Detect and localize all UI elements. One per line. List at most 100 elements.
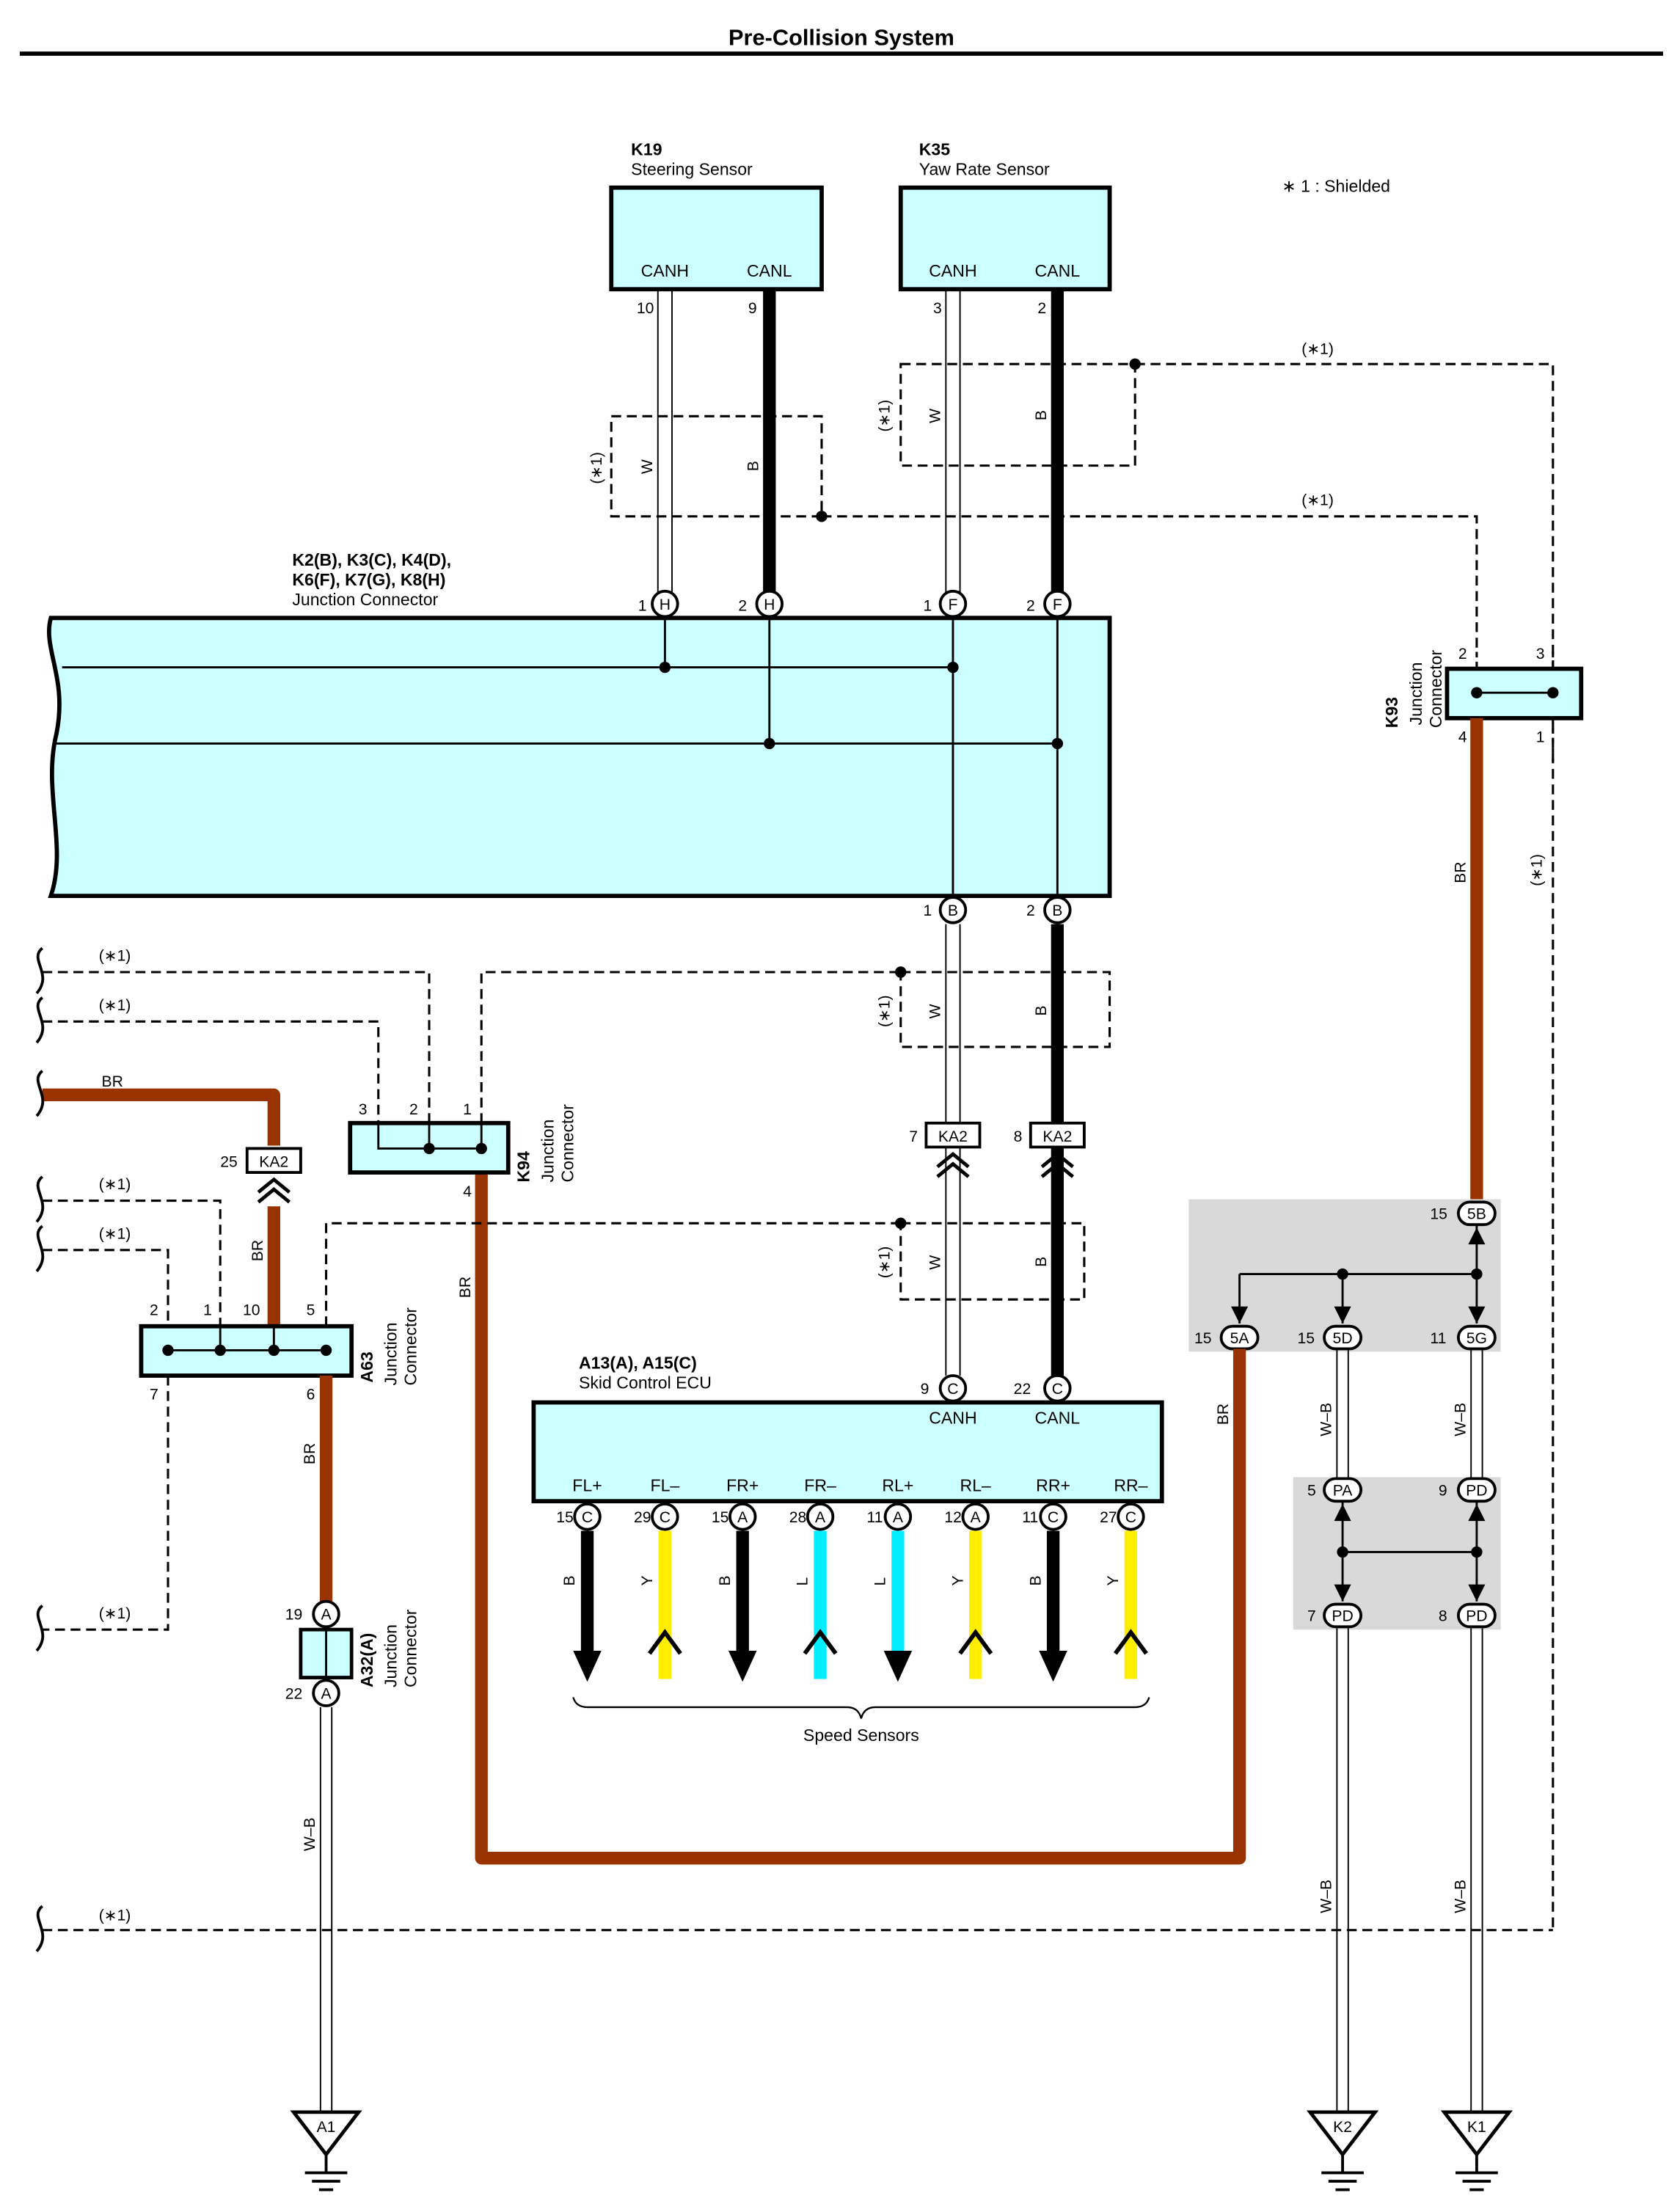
svg-text:K1: K1 — [1467, 2119, 1486, 2136]
svg-text:19: 19 — [285, 1607, 303, 1624]
svg-text:KA2: KA2 — [259, 1153, 288, 1170]
arrow-pd7 — [1334, 1584, 1351, 1602]
k93-pin-3: 3 — [1536, 646, 1545, 663]
k93-code: K93 — [1382, 697, 1401, 728]
sensor-arrow-in — [803, 1629, 838, 1655]
ecu-sensor-conn: C — [582, 1509, 593, 1526]
shield-left-5 — [42, 1376, 169, 1631]
a32-code: A32(A) — [357, 1633, 376, 1687]
k94-pin-1: 1 — [463, 1101, 472, 1118]
k93-name2: Connector — [1426, 650, 1445, 729]
ecu-sensor-pin-num: 11 — [1022, 1509, 1038, 1526]
wire-b-mid-2: B — [1033, 1257, 1050, 1267]
k93-dot-2 — [1547, 687, 1559, 698]
conn-PD-8: 8 PD — [1439, 1602, 1497, 1629]
sensor-arrow-out — [573, 1651, 602, 1682]
ecu-sensor-label: FR+ — [726, 1476, 759, 1495]
ecu-sensor-pin — [1039, 1503, 1067, 1531]
k35-canl-label: CANL — [1035, 261, 1081, 280]
k93-pin-1: 1 — [1536, 729, 1545, 746]
ecu-sensor-label: RR– — [1114, 1476, 1147, 1495]
shield-label-l3: (∗1) — [99, 1176, 131, 1193]
ecu-sensor-pin — [728, 1503, 757, 1531]
br-label-5a: BR — [1215, 1404, 1232, 1425]
svg-text:B: B — [1052, 902, 1062, 919]
ecu-sensor-conn: A — [815, 1509, 826, 1526]
ecu-sensor-label: FL+ — [572, 1476, 602, 1495]
ground-k2: K2 — [1306, 2110, 1379, 2191]
ecu-sensor-pin — [961, 1503, 990, 1531]
k94-dot-1 — [423, 1142, 435, 1155]
svg-text:PD: PD — [1466, 1482, 1487, 1499]
ecu-sensor-label: RL– — [960, 1476, 992, 1495]
shield-k94-right — [480, 971, 901, 1123]
k35-name: Yaw Rate Sensor — [919, 159, 1050, 178]
br-label-k93: BR — [1452, 861, 1469, 883]
svg-text:1: 1 — [638, 598, 647, 615]
jc-main-name: Junction Connector — [292, 590, 438, 609]
jc-pin-1H: 1 H — [638, 589, 679, 618]
ecu-sensor-pin-num: 12 — [944, 1509, 962, 1526]
svg-text:A: A — [321, 1685, 332, 1702]
ecu-canl-label: CANL — [1035, 1408, 1081, 1427]
svg-text:B: B — [948, 902, 958, 919]
shield-label-k35: (∗1) — [876, 400, 893, 432]
sensor-arrow-out — [1039, 1651, 1067, 1682]
k19-canh-label: CANH — [641, 261, 689, 280]
shield-label-l4: (∗1) — [99, 1225, 131, 1242]
splice-k19-shield — [816, 511, 828, 522]
wire-w-k35: W — [927, 409, 944, 423]
a32-name1: Junction — [381, 1624, 401, 1687]
k93-pin-4: 4 — [1458, 729, 1467, 746]
ecu-sensor-pin — [883, 1503, 913, 1531]
jc-dot-4 — [1051, 737, 1064, 750]
ecu-sensor-pin-num: 11 — [867, 1509, 883, 1526]
ecu-name: Skid Control ECU — [579, 1373, 712, 1392]
shield-k35 — [899, 362, 1136, 467]
ecu-sensor-pin — [806, 1503, 835, 1531]
ecu-sensor-label: FR– — [804, 1476, 836, 1495]
svg-text:11: 11 — [1430, 1330, 1446, 1347]
a63-name1: Junction — [381, 1323, 401, 1386]
k94-pin-3: 3 — [359, 1101, 368, 1118]
svg-text:9: 9 — [921, 1381, 930, 1398]
k93-name1: Junction — [1406, 663, 1425, 726]
shield-label-top-2: (∗1) — [1301, 492, 1334, 508]
svg-text:K2: K2 — [1333, 2119, 1352, 2136]
svg-text:2: 2 — [1026, 598, 1035, 615]
a63-name2: Connector — [401, 1307, 420, 1386]
ecu-sensor-conn: C — [1048, 1509, 1059, 1526]
svg-text:F: F — [948, 596, 957, 613]
wb-label-5d: W–B — [1318, 1403, 1335, 1437]
a63-dot-4 — [320, 1344, 332, 1357]
jc-dot-3 — [764, 737, 775, 750]
k19-pin-10: 10 — [637, 300, 654, 317]
a32-name2: Connector — [401, 1609, 420, 1687]
shield-left-1 — [42, 971, 431, 1123]
ecu-sensor-pin — [651, 1503, 679, 1531]
svg-text:H: H — [764, 596, 775, 613]
a63-pin-5: 5 — [307, 1302, 315, 1318]
shield-label-l1: (∗1) — [99, 948, 131, 965]
a63-pin-6: 6 — [307, 1387, 315, 1404]
shield-note: ∗ 1 : Shielded — [1282, 177, 1390, 196]
ecu-sensor-conn: C — [1125, 1509, 1136, 1526]
break-marks — [35, 946, 45, 1952]
steering-sensor-box — [609, 185, 824, 292]
ecu-code: A13(A), A15(C) — [579, 1353, 697, 1372]
ecu-sensor-label: RL+ — [882, 1476, 913, 1495]
arrow-5d — [1334, 1306, 1351, 1324]
main-junction-box — [46, 616, 1112, 899]
jc-main-code-1: K2(B), K3(C), K4(D), — [292, 550, 451, 569]
wb-label-5g: W–B — [1452, 1403, 1469, 1437]
svg-text:5G: 5G — [1467, 1330, 1487, 1347]
wb-label-k2: W–B — [1318, 1880, 1335, 1913]
shield-left-3 — [42, 1200, 222, 1326]
svg-text:15: 15 — [1297, 1330, 1315, 1347]
ka2-connector-25: 25 KA2 — [220, 1147, 302, 1204]
k94-pin-2: 2 — [409, 1101, 418, 1118]
sensor-wire-color: B — [717, 1575, 734, 1585]
shield-label-bottom: (∗1) — [99, 1907, 131, 1924]
sensor-wire-color: B — [1027, 1575, 1044, 1585]
